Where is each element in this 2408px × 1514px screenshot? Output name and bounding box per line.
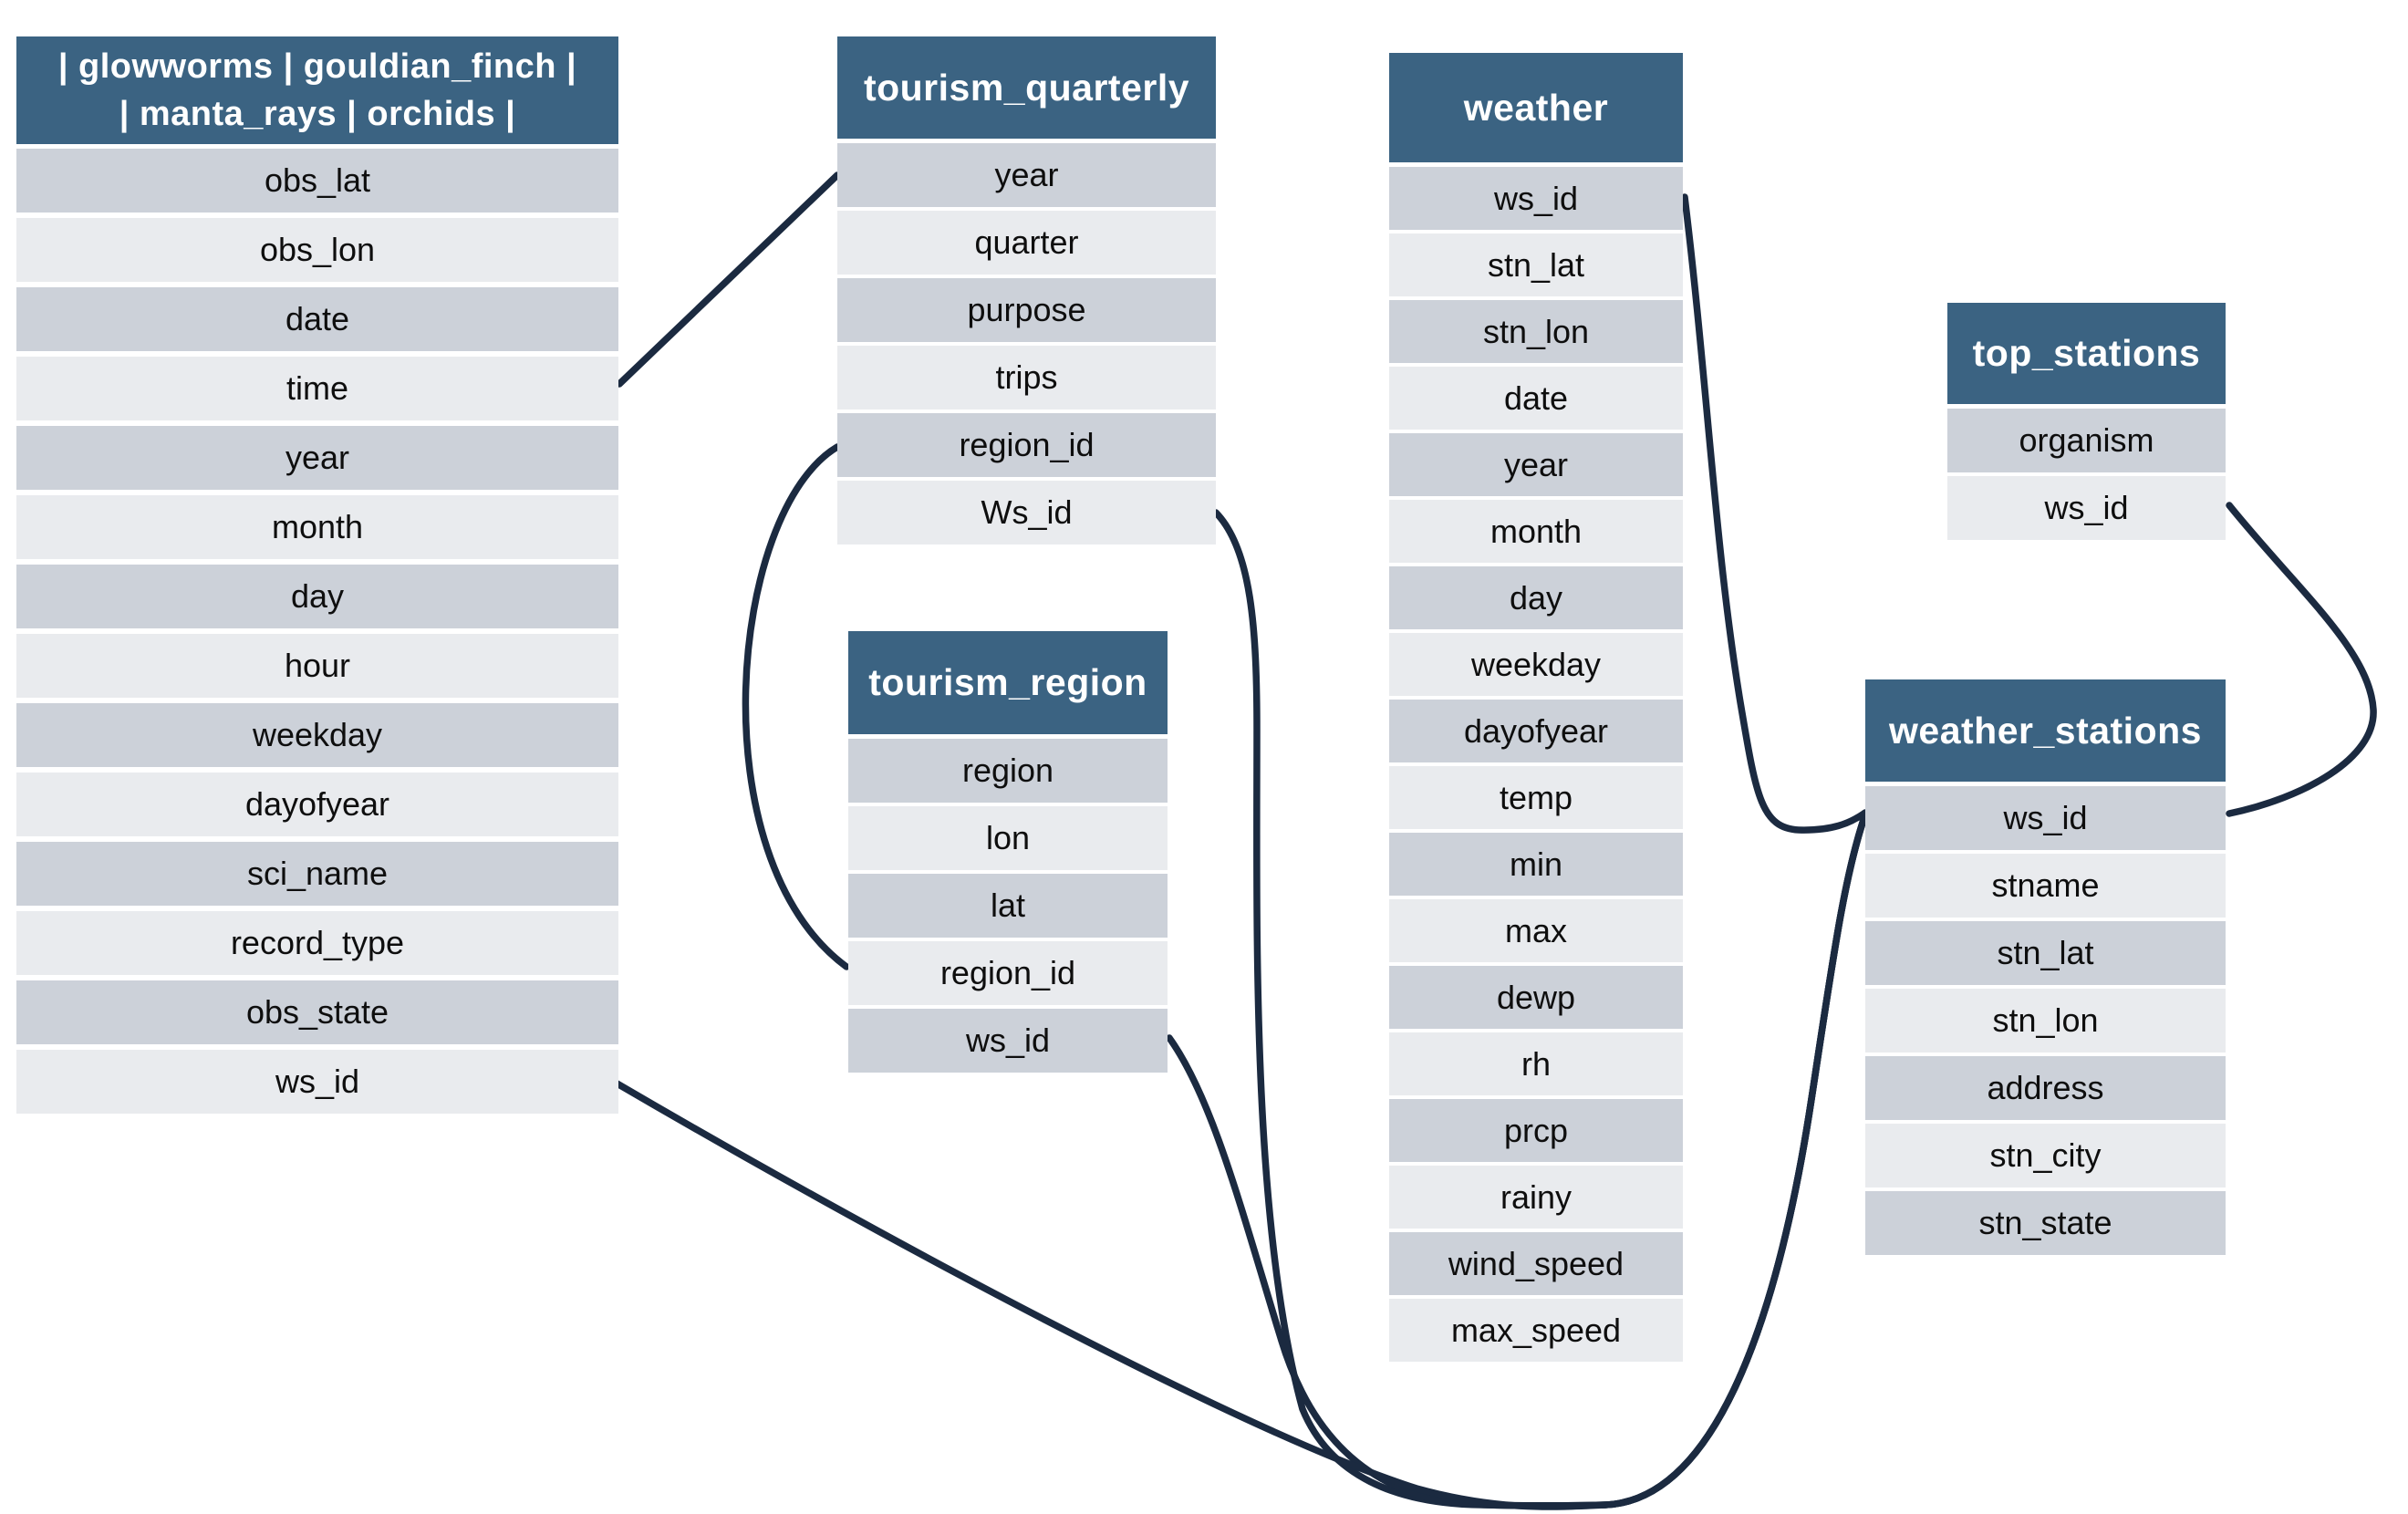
table-tourism_quarterly-header: tourism_quarterly: [837, 36, 1216, 139]
weather-field-max_speed: max_speed: [1389, 1299, 1683, 1362]
weather-field-max: max: [1389, 899, 1683, 962]
weather_stations-field-address: address: [1865, 1056, 2226, 1120]
observations-field-sci_name: sci_name: [16, 842, 618, 906]
table-tourism_quarterly-title: tourism_quarterly: [863, 66, 1190, 109]
tourism_quarterly-field-region_id: region_id: [837, 413, 1216, 477]
observations-field-year: year: [16, 426, 618, 490]
table-tourism_region-title: tourism_region: [868, 661, 1147, 703]
tourism_quarterly-field-trips: trips: [837, 346, 1216, 410]
table-top_stations-header: top_stations: [1947, 303, 2226, 404]
weather-field-rainy: rainy: [1389, 1166, 1683, 1229]
observations-field-obs_lon: obs_lon: [16, 218, 618, 282]
tourism_region-field-lat: lat: [848, 874, 1168, 938]
top_stations-field-organism: organism: [1947, 409, 2226, 472]
weather-field-weekday: weekday: [1389, 633, 1683, 696]
tourism_region-field-region: region: [848, 739, 1168, 803]
weather-field-dayofyear: dayofyear: [1389, 700, 1683, 762]
table-weather-header: weather: [1389, 53, 1683, 162]
observations-field-ws_id: ws_id: [16, 1050, 618, 1114]
observations-field-obs_lat: obs_lat: [16, 149, 618, 213]
table-observations-title-line2: | manta_rays | orchids |: [119, 95, 516, 133]
tourism_region-field-ws_id: ws_id: [848, 1009, 1168, 1073]
weather_stations-field-stn_state: stn_state: [1865, 1191, 2226, 1255]
table-observations: | glowworms | gouldian_finch | | manta_r…: [16, 36, 618, 1119]
tourism_quarterly-field-quarter: quarter: [837, 211, 1216, 275]
observations-field-hour: hour: [16, 634, 618, 698]
weather-field-stn_lon: stn_lon: [1389, 300, 1683, 363]
weather-field-year: year: [1389, 433, 1683, 496]
weather-field-wind_speed: wind_speed: [1389, 1232, 1683, 1295]
observations-field-day: day: [16, 565, 618, 628]
tourism_region-field-region_id: region_id: [848, 941, 1168, 1005]
table-weather-title: weather: [1463, 86, 1609, 129]
weather_stations-field-ws_id: ws_id: [1865, 786, 2226, 850]
table-observations-header: | glowworms | gouldian_finch | | manta_r…: [16, 36, 618, 144]
tourism_quarterly-field-Ws_id: Ws_id: [837, 481, 1216, 544]
weather-field-rh: rh: [1389, 1032, 1683, 1095]
connector-top_stations-ws_id-to-weather_stations-ws_id: [2226, 502, 2377, 817]
weather-field-temp: temp: [1389, 766, 1683, 829]
weather-field-prcp: prcp: [1389, 1099, 1683, 1162]
weather_stations-field-stn_lon: stn_lon: [1865, 989, 2226, 1053]
weather-field-ws_id: ws_id: [1389, 167, 1683, 230]
observations-field-weekday: weekday: [16, 703, 618, 767]
connector-weather-ws_id-to-weather_stations-ws_id: [1681, 193, 1869, 834]
connector-observations-time-to-tourism_quarterly-year: [616, 171, 841, 388]
observations-field-time: time: [16, 357, 618, 420]
table-tourism_region-header: tourism_region: [848, 631, 1168, 734]
weather-field-month: month: [1389, 500, 1683, 563]
observations-field-dayofyear: dayofyear: [16, 773, 618, 836]
weather_stations-field-stn_city: stn_city: [1865, 1124, 2226, 1187]
observations-field-record_type: record_type: [16, 911, 618, 975]
table-observations-title-line1: | glowworms | gouldian_finch |: [57, 47, 577, 86]
weather-field-stn_lat: stn_lat: [1389, 233, 1683, 296]
table-weather_stations-title: weather_stations: [1889, 709, 2202, 752]
top_stations-field-ws_id: ws_id: [1947, 476, 2226, 540]
tourism_region-field-lon: lon: [848, 806, 1168, 870]
table-weather_stations-header: weather_stations: [1865, 679, 2226, 782]
weather-field-min: min: [1389, 833, 1683, 896]
tourism_quarterly-field-year: year: [837, 143, 1216, 207]
observations-field-month: month: [16, 495, 618, 559]
table-top_stations-title: top_stations: [1972, 332, 2201, 374]
connector-tourism_quarterly-region_id-to-tourism_region-region_id: [742, 443, 850, 970]
observations-field-date: date: [16, 287, 618, 351]
observations-field-obs_state: obs_state: [16, 980, 618, 1044]
weather_stations-field-stn_lat: stn_lat: [1865, 921, 2226, 985]
weather-field-dewp: dewp: [1389, 966, 1683, 1029]
tourism_quarterly-field-purpose: purpose: [837, 278, 1216, 342]
weather-field-date: date: [1389, 367, 1683, 430]
weather-field-day: day: [1389, 566, 1683, 629]
connector-observations-ws_id-to-weather_stations-ws_id: [610, 811, 1869, 1510]
weather_stations-field-stname: stname: [1865, 854, 2226, 918]
